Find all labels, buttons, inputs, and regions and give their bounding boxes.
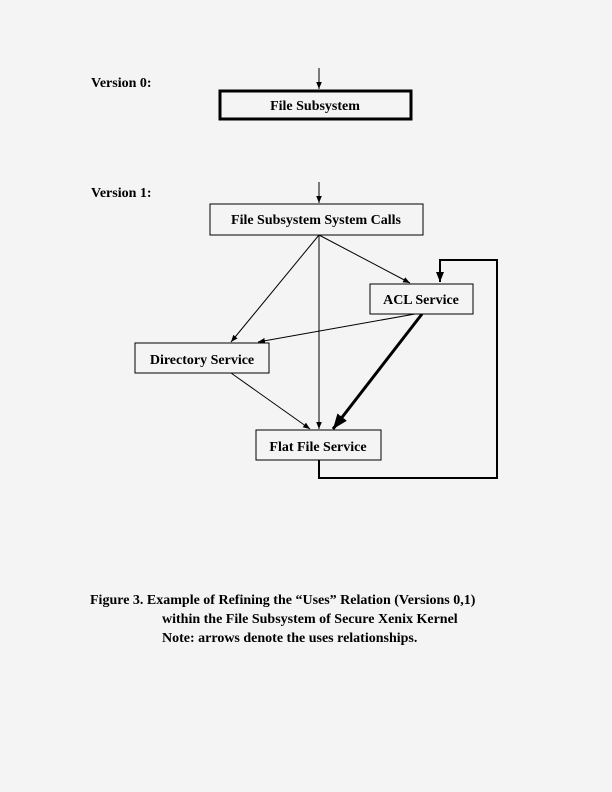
file-subsystem-box: [218, 89, 413, 121]
flat-file-service-node-label: Flat File Service: [269, 440, 366, 455]
edge-syscalls-to-directory: [230, 234, 320, 343]
edge-acl-to-directory: [257, 313, 416, 344]
directory-service-node: [134, 342, 270, 374]
edge-acl-to-flatfile: [331, 313, 424, 430]
directory-service-node-label: Directory Service: [150, 353, 254, 368]
syscalls-node-label: File Subsystem System Calls: [231, 213, 402, 228]
edge-flatfile-to-acl-loop: [318, 259, 498, 479]
version-1-label: Version 1:: [91, 186, 152, 201]
syscalls-node: [209, 203, 424, 236]
file-subsystem-label: File Subsystem: [270, 99, 360, 114]
edge-directory-to-flatfile: [230, 372, 311, 430]
edge-syscalls-to-acl: [318, 234, 411, 284]
figure-caption-line-1: Figure 3. Example of Refining the “Uses”…: [90, 593, 476, 608]
flat-file-service-node: [255, 429, 382, 461]
figure-caption-line-2: within the File Subsystem of Secure Xeni…: [162, 612, 458, 627]
version-0-label: Version 0:: [91, 76, 152, 91]
acl-service-node: [369, 283, 474, 315]
acl-service-node-label: ACL Service: [383, 293, 459, 308]
figure-caption-line-3: Note: arrows denote the uses relationshi…: [162, 631, 418, 646]
